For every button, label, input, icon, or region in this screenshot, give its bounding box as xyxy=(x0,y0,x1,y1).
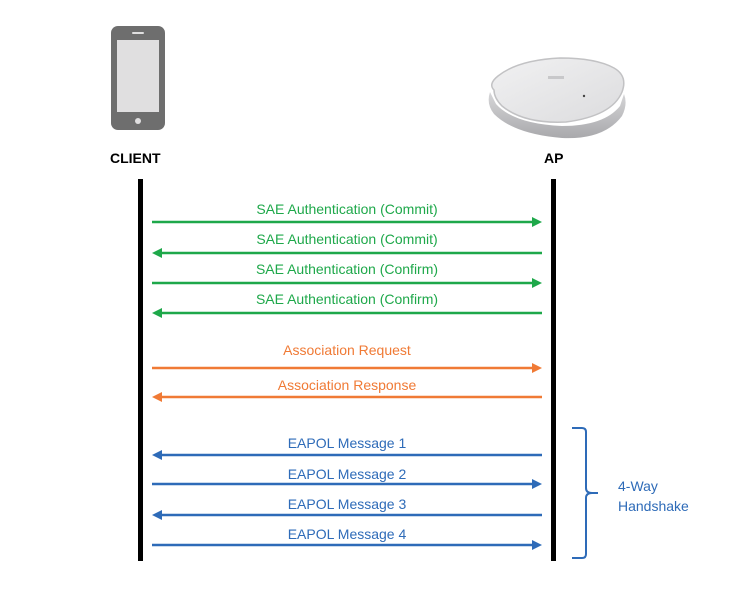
arrowhead-icon xyxy=(532,540,542,550)
message-arrow xyxy=(152,278,542,288)
message-arrow xyxy=(152,392,542,402)
message-arrow xyxy=(152,450,542,460)
message-arrow xyxy=(152,248,542,258)
message-label: EAPOL Message 3 xyxy=(287,496,407,512)
message-label: Association Response xyxy=(277,377,417,393)
ap-label: AP xyxy=(544,150,564,166)
arrowhead-icon xyxy=(152,392,162,402)
arrowhead-icon xyxy=(532,278,542,288)
handshake-label-line2: Handshake xyxy=(618,498,689,514)
arrowhead-icon xyxy=(152,510,162,520)
handshake-label-line1: 4-Way xyxy=(618,478,658,494)
message-label: EAPOL Message 1 xyxy=(287,435,407,451)
message-label: SAE Authentication (Commit) xyxy=(256,201,438,217)
access-point-icon xyxy=(488,57,626,139)
client-label: CLIENT xyxy=(110,150,161,166)
message-arrow xyxy=(152,363,542,373)
arrowhead-icon xyxy=(152,308,162,318)
arrowhead-icon xyxy=(532,217,542,227)
message-label: SAE Authentication (Confirm) xyxy=(255,261,439,277)
message-arrow xyxy=(152,540,542,550)
arrowhead-icon xyxy=(532,363,542,373)
arrowhead-icon xyxy=(152,450,162,460)
handshake-bracket-icon xyxy=(572,427,598,559)
message-label: EAPOL Message 2 xyxy=(287,466,407,482)
message-arrow xyxy=(152,308,542,318)
message-arrow xyxy=(152,479,542,489)
client-lifeline xyxy=(138,179,143,561)
arrowhead-icon xyxy=(152,248,162,258)
message-label: SAE Authentication (Commit) xyxy=(256,231,438,247)
message-label: Association Request xyxy=(283,342,411,358)
message-arrow xyxy=(152,510,542,520)
message-label: EAPOL Message 4 xyxy=(287,526,407,542)
ap-lifeline xyxy=(551,179,556,561)
arrowhead-icon xyxy=(532,479,542,489)
message-label: SAE Authentication (Confirm) xyxy=(255,291,439,307)
handshake-label: 4-Way Handshake xyxy=(618,476,689,516)
smartphone-icon xyxy=(111,26,165,130)
message-arrow xyxy=(152,217,542,227)
